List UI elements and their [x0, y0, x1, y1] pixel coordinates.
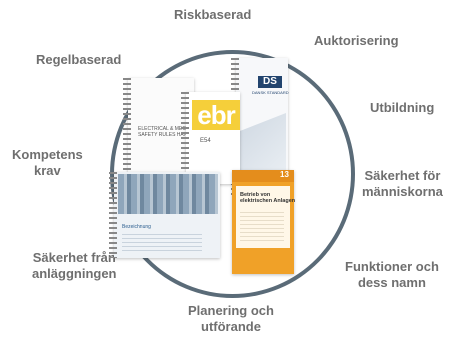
orange-body-lines [240, 212, 284, 242]
blue-book-lines [122, 234, 202, 252]
label-utbildning: Utbildning [370, 100, 435, 115]
ds-logo: DS [258, 76, 282, 88]
label-auktorisering: Auktorisering [314, 33, 399, 48]
ds-subtitle: DANSK STANDARD [252, 90, 289, 95]
orange-top-strip [232, 170, 294, 182]
electrical-room-book: Bezeichnung [109, 172, 220, 258]
orange-title: Betrieb von elektrischen Anlagen [240, 192, 296, 204]
electrical-room-photo [118, 174, 218, 214]
label-riskbaserad: Riskbaserad [174, 7, 252, 22]
ds-cover-shape [240, 113, 286, 173]
handbook-title: ELECTRICAL & MECHANICAL SAFETY RULES HAN… [138, 126, 208, 138]
ebr-code: E54 [200, 138, 211, 144]
label-regelbaserad: Regelbaserad [36, 52, 122, 67]
orange-number: 13 [280, 170, 289, 179]
blue-book-heading: Bezeichnung [122, 224, 151, 230]
betrieb-book: 13 Betrieb von elektrischen Anlagen [232, 170, 296, 274]
ebr-book: ebr E54 [181, 92, 240, 184]
ebr-logo: ebr [192, 100, 240, 130]
